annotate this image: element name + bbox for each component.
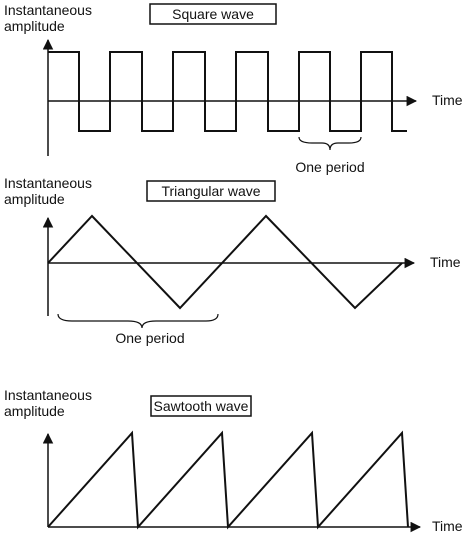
square-period-brace [298, 136, 362, 151]
triangular-period-label: One period [115, 330, 184, 346]
triangular-title: Triangular wave [161, 183, 260, 199]
square-title-box [149, 3, 277, 25]
sawtooth-wave-line [47, 430, 409, 530]
square-wave-line [48, 51, 407, 132]
sawtooth-y-label-line1: Instantaneous [4, 387, 92, 403]
triangular-wave-panel: Instantaneous amplitude Triangular wave … [4, 175, 461, 346]
triangular-y-label-line1: Instantaneous [4, 175, 92, 191]
square-x-label: Time [432, 92, 463, 108]
sawtooth-wave-panel: Instantaneous amplitude Sawtooth wave Ti… [4, 387, 463, 534]
sawtooth-x-label: Time [432, 518, 463, 534]
triangular-y-label-line2: amplitude [4, 191, 65, 207]
square-y-label-line2: amplitude [4, 18, 65, 34]
square-title: Square wave [172, 6, 254, 22]
square-wave-panel: Instantaneous amplitude Square wave Time… [4, 2, 463, 175]
triangular-x-label: Time [430, 254, 461, 270]
sawtooth-y-label-line2: amplitude [4, 403, 65, 419]
triangular-period-brace [57, 313, 219, 329]
square-period-label: One period [295, 159, 364, 175]
square-y-label-line1: Instantaneous [4, 2, 92, 18]
sawtooth-title: Sawtooth wave [154, 398, 249, 414]
sawtooth-title-box [150, 395, 252, 417]
triangular-wave-line [47, 214, 403, 310]
triangular-title-box [146, 180, 276, 202]
